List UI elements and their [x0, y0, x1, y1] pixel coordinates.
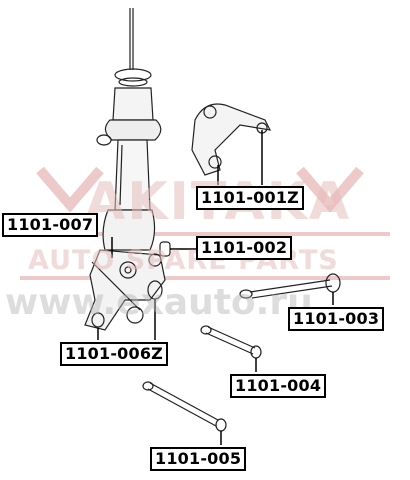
knuckle-assembly: [84, 241, 171, 331]
part-label-1101-006Z[interactable]: 1101-006Z: [60, 342, 168, 366]
rod-004: [200, 325, 262, 359]
leader-lines: [97, 130, 334, 445]
upper-arm: [191, 103, 272, 176]
part-label-1101-001Z[interactable]: 1101-001Z: [196, 186, 304, 210]
rod-005: [142, 381, 227, 432]
part-label-1101-003[interactable]: 1101-003: [288, 307, 385, 331]
part-label-1101-002[interactable]: 1101-002: [196, 236, 293, 260]
watermark-logo: [20, 166, 390, 280]
part-label-1101-007[interactable]: 1101-007: [2, 213, 99, 237]
strut-assembly: [96, 8, 162, 251]
watermark-url: www.exauto.ru: [5, 282, 313, 323]
part-label-1101-005[interactable]: 1101-005: [150, 447, 247, 471]
part-label-1101-004[interactable]: 1101-004: [230, 374, 327, 398]
rod-003: [239, 273, 341, 299]
